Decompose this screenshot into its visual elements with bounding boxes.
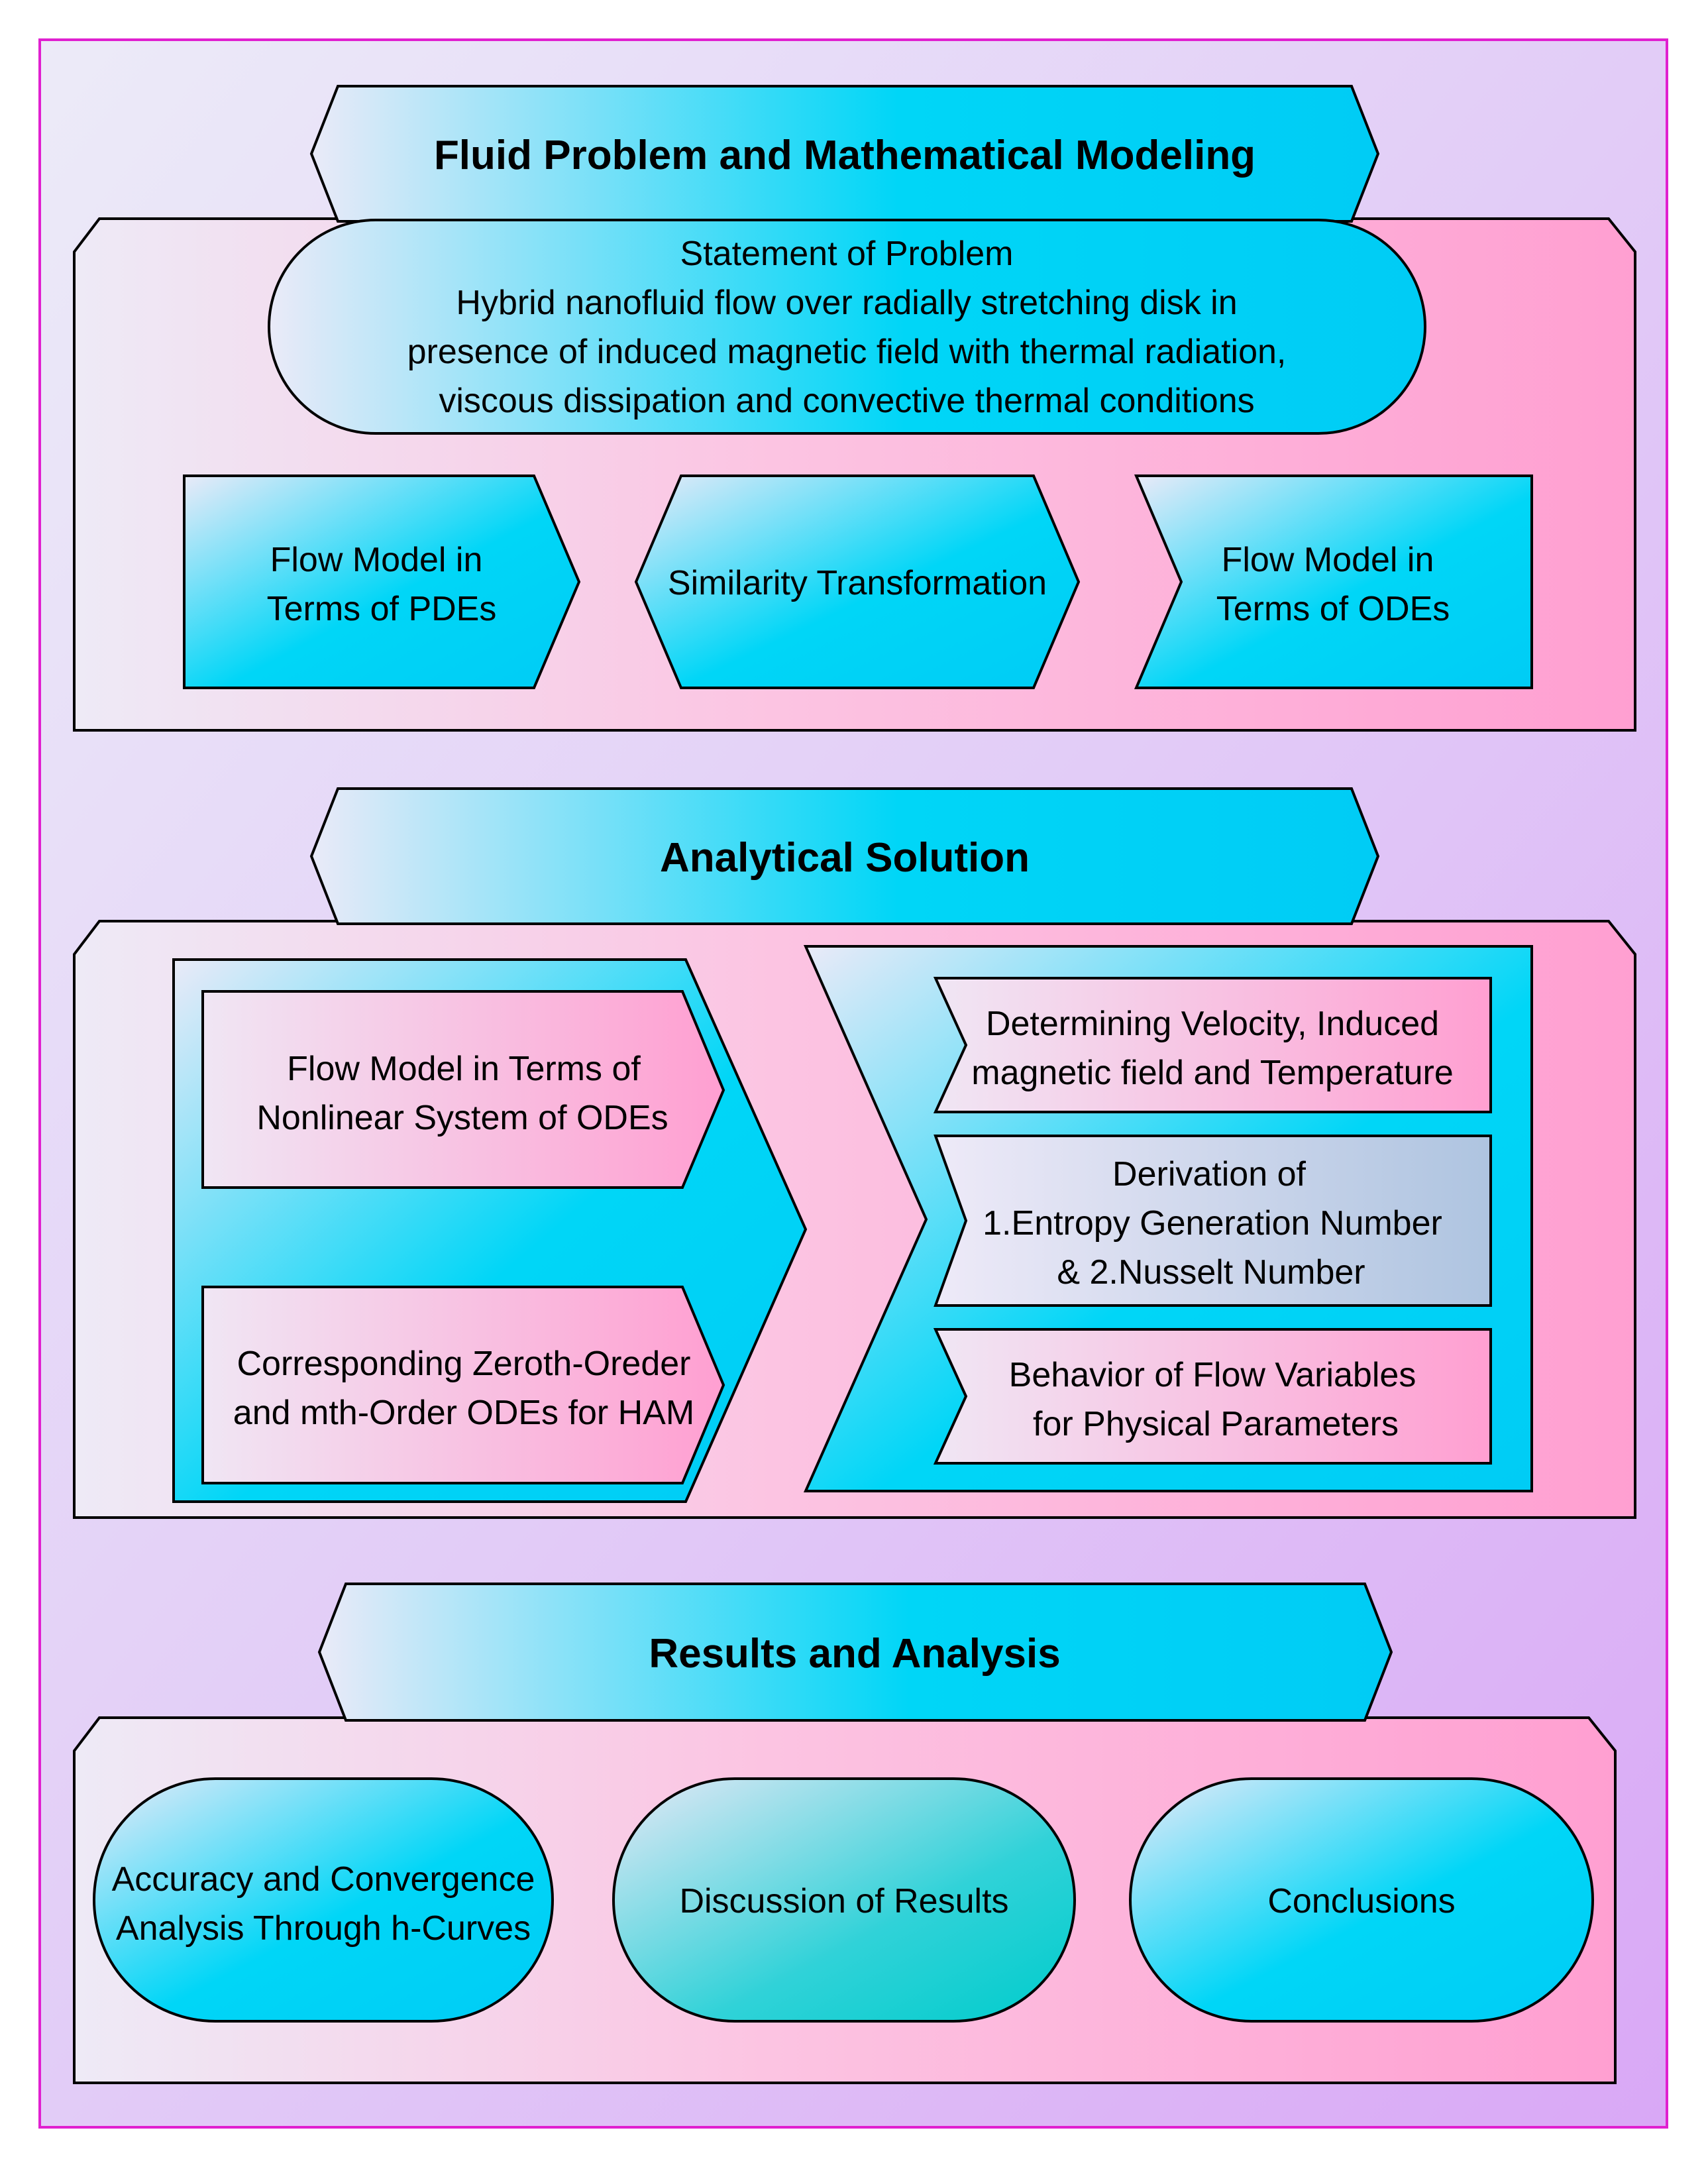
step-pdes-text: Flow Model in Terms of PDEs: [267, 541, 497, 628]
section-analytical-title: Analytical Solution: [660, 835, 1030, 881]
section-analytical-header: [309, 787, 1380, 925]
section-results-header: [317, 1583, 1393, 1722]
svg-text:Determining Velocity, Induced: Determining Velocity, Induced: [986, 1005, 1439, 1043]
zeroth-order-odes-shape: [201, 1286, 725, 1484]
accuracy-convergence-text: Accuracy and Convergence Analysis Throug…: [112, 1860, 535, 1948]
step-odes-shape: [1134, 474, 1533, 689]
flow-variables-shape: [933, 1328, 1492, 1465]
section-fluid-title: Fluid Problem and Mathematical Modeling: [434, 133, 1255, 178]
step-similarity-shape: [634, 474, 1081, 689]
section-results-title: Results and Analysis: [649, 1631, 1060, 1677]
velocity-temperature-shape: [933, 977, 1492, 1113]
discussion-results-box: [612, 1777, 1076, 2023]
svg-text:presence of induced magnetic f: presence of induced magnetic field with …: [407, 333, 1287, 371]
step-pdes-shape: [183, 474, 581, 689]
svg-text:and mth-Order ODEs for HAM: and mth-Order ODEs for HAM: [233, 1394, 694, 1432]
step-odes-text: Flow Model in Terms of ODEs: [1216, 541, 1450, 628]
step-similarity-text: Similarity Transformation: [668, 564, 1047, 602]
svg-text:Derivation of: Derivation of: [1112, 1155, 1306, 1194]
svg-text:Flow Model in: Flow Model in: [1222, 541, 1434, 579]
svg-text:magnetic field and Temperature: magnetic field and Temperature: [971, 1054, 1453, 1092]
svg-text:viscous dissipation and convec: viscous dissipation and convective therm…: [439, 382, 1254, 420]
svg-text:Flow Model in Terms of: Flow Model in Terms of: [287, 1050, 641, 1088]
svg-text:Behavior of Flow Variables: Behavior of Flow Variables: [1009, 1356, 1416, 1394]
svg-text:Terms of PDEs: Terms of PDEs: [267, 590, 497, 628]
conclusions-text: Conclusions: [1267, 1882, 1455, 1920]
conclusions-box: [1129, 1777, 1594, 2023]
entropy-nusselt-text: Derivation of 1.Entropy Generation Numbe…: [983, 1155, 1442, 1292]
svg-text:Hybrid nanofluid flow over rad: Hybrid nanofluid flow over radially stre…: [456, 284, 1237, 322]
svg-text:Analysis Through h-Curves: Analysis Through h-Curves: [116, 1909, 531, 1948]
svg-text:Statement of Problem: Statement of Problem: [680, 235, 1014, 273]
section-fluid-header: [309, 85, 1380, 223]
svg-text:Terms of ODEs: Terms of ODEs: [1216, 590, 1450, 628]
entropy-nusselt-shape: [934, 1135, 1492, 1307]
velocity-temperature-text: Determining Velocity, Induced magnetic f…: [971, 1005, 1453, 1092]
zeroth-order-odes-text: Corresponding Zeroth-Oreder and mth-Orde…: [233, 1345, 694, 1432]
svg-text:Nonlinear System of ODEs: Nonlinear System of ODEs: [256, 1099, 668, 1137]
nonlinear-odes-text: Flow Model in Terms of Nonlinear System …: [256, 1050, 668, 1137]
svg-text:Accuracy and Convergence: Accuracy and Convergence: [112, 1860, 535, 1899]
problem-statement-text: Statement of Problem Hybrid nanofluid fl…: [407, 235, 1287, 420]
svg-text:for Physical Parameters: for Physical Parameters: [1033, 1405, 1399, 1443]
svg-text:1.Entropy Generation Number: 1.Entropy Generation Number: [983, 1204, 1442, 1243]
svg-text:Flow Model in: Flow Model in: [270, 541, 483, 579]
accuracy-convergence-box: [93, 1777, 554, 2023]
svg-text:Corresponding Zeroth-Oreder: Corresponding Zeroth-Oreder: [237, 1345, 691, 1383]
nonlinear-odes-shape: [201, 990, 725, 1189]
discussion-results-text: Discussion of Results: [679, 1882, 1008, 1920]
problem-statement-box: [268, 219, 1426, 435]
flow-variables-text: Behavior of Flow Variables for Physical …: [1009, 1356, 1416, 1443]
svg-text:& 2.Nusselt Number: & 2.Nusselt Number: [1057, 1253, 1365, 1292]
